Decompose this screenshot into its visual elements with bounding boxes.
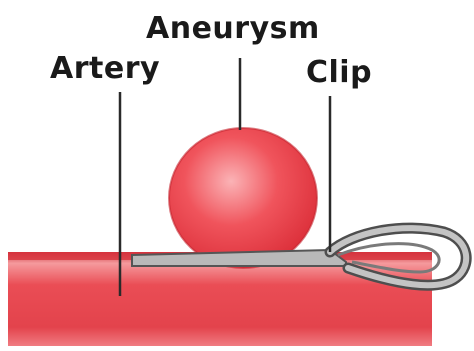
aneurysm-label: Aneurysm [146, 14, 320, 44]
clip-label: Clip [306, 58, 372, 88]
artery-label: Artery [50, 54, 160, 84]
